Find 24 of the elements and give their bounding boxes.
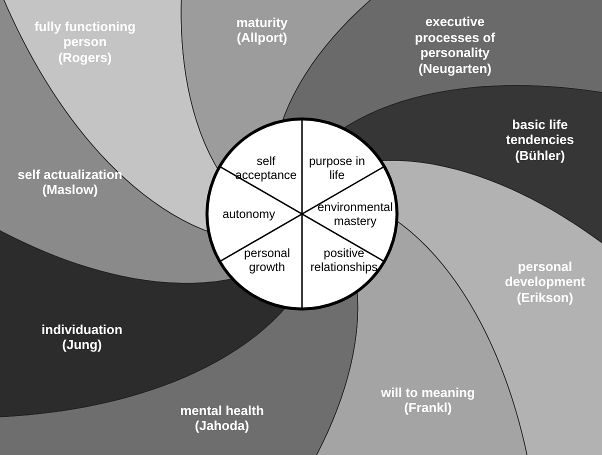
band-label: will to meaning bbox=[381, 384, 475, 400]
band-label: self actualization bbox=[18, 166, 122, 182]
slice-label: environmental mastery bbox=[316, 200, 394, 228]
slice-label: self acceptance bbox=[234, 154, 298, 182]
slice-label: positive relationships bbox=[309, 246, 379, 274]
slice-label: autonomy bbox=[222, 207, 276, 222]
band-label: maturity bbox=[236, 14, 288, 30]
band-label: personal development bbox=[504, 258, 586, 290]
band-label: (Frankl) bbox=[404, 400, 452, 416]
band-label: (Rogers) bbox=[58, 50, 112, 66]
band-label: executive processes of personality bbox=[414, 14, 496, 61]
band-label: (Jung) bbox=[62, 337, 102, 353]
band-label: (Neugarten) bbox=[418, 60, 492, 76]
band-label: (Bühler) bbox=[515, 148, 565, 164]
band-label: (Jahoda) bbox=[194, 418, 250, 434]
band-label: mental health bbox=[180, 402, 264, 418]
band-label: (Allport) bbox=[236, 30, 288, 46]
band-label: basic life tendencies bbox=[505, 116, 575, 148]
band-label: (Maslow) bbox=[42, 182, 98, 198]
slice-label: personal growth bbox=[242, 246, 292, 274]
band-label: individuation bbox=[42, 322, 122, 338]
band-label: fully functioning person bbox=[33, 18, 137, 50]
slice-label: purpose in life bbox=[308, 154, 366, 182]
band-label: (Erikson) bbox=[516, 290, 574, 306]
